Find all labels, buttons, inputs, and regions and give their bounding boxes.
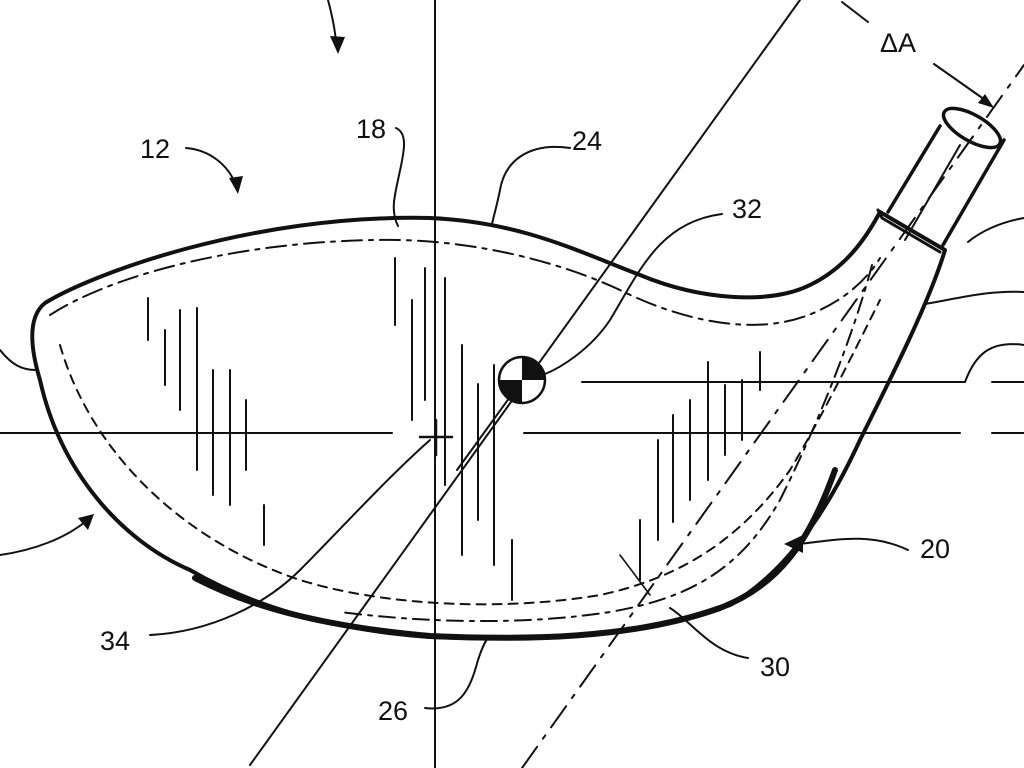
arrowhead-12 <box>229 176 243 194</box>
leader-right-upper <box>967 217 1024 243</box>
delta-a-arrowhead <box>978 94 994 108</box>
leader-left-edge <box>0 349 37 371</box>
hosel-inner-line <box>904 144 961 241</box>
origin-cross <box>418 418 454 457</box>
perpendicular-through-cg <box>456 389 516 471</box>
delta-a-arrow-line-left <box>841 1 869 23</box>
delta-a-arrow-line-right <box>933 63 989 103</box>
label-30: 30 <box>760 652 790 682</box>
leader-24 <box>491 145 571 225</box>
leader-bottom-left <box>0 521 86 556</box>
club-head <box>30 208 947 641</box>
label-34: 34 <box>100 626 130 656</box>
label-delta-a: ΔA <box>880 28 916 58</box>
reference-numerals: 12 18 24 32 20 30 26 34 ΔA <box>100 28 950 726</box>
leader-30 <box>669 607 749 659</box>
label-24: 24 <box>572 126 602 156</box>
arrowhead-bottom-left <box>78 514 94 530</box>
leader-top-left <box>327 0 337 43</box>
leader-lines <box>0 0 1024 710</box>
arrowhead-20 <box>784 535 803 553</box>
leader-right-middle <box>924 290 1024 305</box>
arrowheads <box>78 36 803 553</box>
crown-inner-dash-line <box>49 238 881 326</box>
inner-dashed-contour <box>59 299 881 606</box>
leader-34 <box>149 439 431 636</box>
hatching <box>147 257 761 601</box>
sole-edge-thick <box>192 467 838 641</box>
hosel-step <box>876 208 942 254</box>
face-dashed-contour <box>339 264 873 623</box>
leader-32 <box>544 213 723 375</box>
club-head-outline <box>30 210 947 641</box>
leader-right-lower <box>964 343 1024 383</box>
hosel-body <box>886 124 1006 247</box>
leader-12 <box>185 147 237 186</box>
hosel-opening <box>941 106 1003 150</box>
label-18: 18 <box>356 114 386 144</box>
sole-diagonal <box>619 554 651 596</box>
offset-dashed-line <box>521 64 1024 768</box>
label-32: 32 <box>732 194 762 224</box>
hosel <box>886 106 1006 247</box>
leader-20 <box>799 537 909 551</box>
leader-26 <box>424 637 489 710</box>
center-of-gravity-marker <box>497 355 547 405</box>
label-20: 20 <box>920 534 950 564</box>
leader-18 <box>392 127 405 227</box>
arrowhead-top-left <box>330 36 345 54</box>
label-26: 26 <box>378 696 408 726</box>
label-12: 12 <box>140 134 170 164</box>
